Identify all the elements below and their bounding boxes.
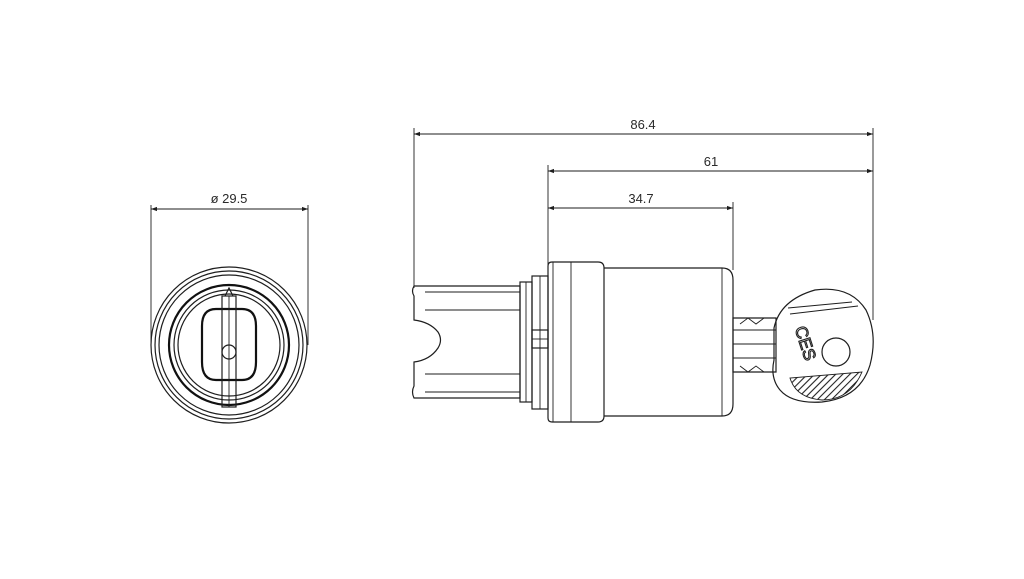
cylinder-body — [604, 267, 734, 417]
keyway-icon — [200, 307, 258, 382]
body-with-key-label: 61 — [704, 154, 718, 169]
key-bow: CES — [772, 288, 874, 403]
body-length-label: 34.7 — [628, 191, 653, 206]
key-blade — [732, 317, 777, 373]
bezel — [547, 261, 605, 423]
side-view: 86.4 61 34.7 — [411, 117, 874, 423]
overall-length-label: 86.4 — [630, 117, 655, 132]
threaded-shank — [411, 285, 521, 399]
diameter-label: ø 29.5 — [211, 191, 248, 206]
front-view: ø 29.5 — [150, 191, 309, 424]
key-grip-hatch — [789, 371, 863, 401]
key-ring-hole — [821, 337, 851, 367]
key-brand-logo: CES — [791, 324, 820, 363]
